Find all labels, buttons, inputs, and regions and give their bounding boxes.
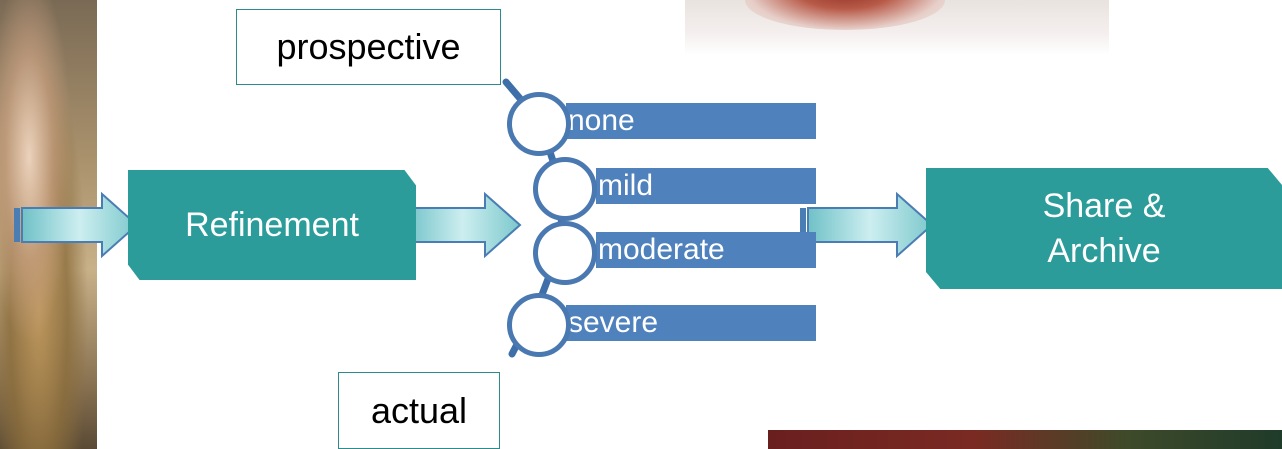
refinement-step: Refinement <box>128 170 416 280</box>
actual-label: actual <box>338 372 500 449</box>
level-bar-severe: severe <box>566 305 816 341</box>
share-label-line2: Archive <box>1047 231 1161 270</box>
arrow-into-share <box>800 191 934 259</box>
level-label-none: none <box>568 104 635 137</box>
share-label-line1: Share & <box>1042 187 1166 226</box>
prospective-label: prospective <box>236 9 501 85</box>
level-bar-moderate: moderate <box>596 232 816 268</box>
background-photo-bottom <box>768 430 1282 449</box>
level-marker-none <box>507 92 571 156</box>
level-label-moderate: moderate <box>598 233 725 266</box>
level-bar-mild: mild <box>596 168 816 204</box>
arrow-into-refinement <box>14 191 139 259</box>
background-photo-top <box>685 0 1109 55</box>
level-marker-severe <box>507 293 571 357</box>
level-bar-none: none <box>566 103 816 139</box>
level-label-mild: mild <box>598 169 654 202</box>
share-archive-step: Share & Archive <box>926 168 1282 289</box>
level-marker-moderate <box>533 221 597 285</box>
refinement-label: Refinement <box>185 205 359 244</box>
level-label-severe: severe <box>568 306 659 339</box>
level-marker-mild <box>533 157 597 221</box>
